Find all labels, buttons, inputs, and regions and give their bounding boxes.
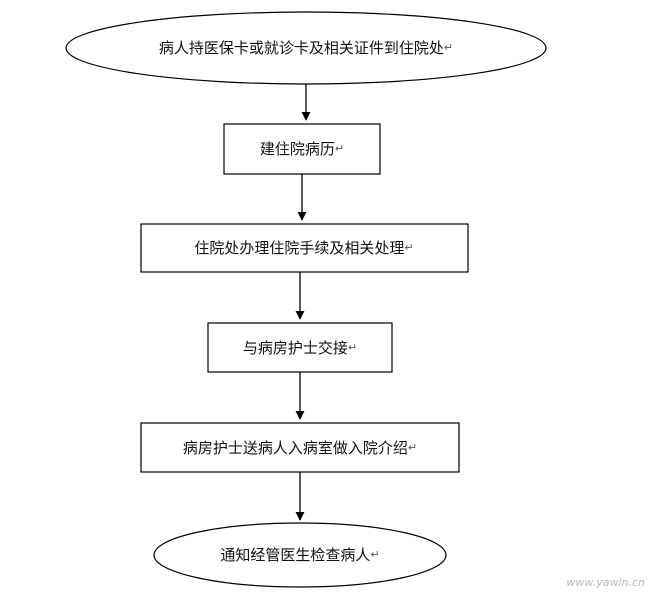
paragraph-mark: ↵	[408, 441, 417, 454]
admission-procedures-label: 住院处办理住院手续及相关处理	[194, 239, 404, 257]
paragraph-mark: ↵	[370, 548, 379, 561]
paragraph-mark: ↵	[404, 241, 413, 254]
end-step-text: 通知经管医生检查病人↵	[220, 546, 379, 564]
paragraph-mark: ↵	[348, 341, 357, 354]
paragraph-mark: ↵	[444, 41, 453, 54]
create-record-label: 建住院病历	[260, 140, 335, 158]
flow-step-start: 病人持医保卡或就诊卡及相关证件到住院处↵	[65, 11, 547, 85]
end-ellipse	[153, 522, 447, 588]
admission-procedures-text: 住院处办理住院手续及相关处理↵	[194, 239, 413, 257]
start-step-label: 病人持医保卡或就诊卡及相关证件到住院处	[159, 39, 444, 57]
end-step-label: 通知经管医生检查病人	[220, 546, 370, 564]
start-ellipse	[65, 11, 547, 85]
flow-step-create-record: 建住院病历↵	[223, 123, 381, 175]
admission-procedures-box	[140, 223, 469, 273]
nurse-handover-box	[207, 322, 393, 373]
nurse-handover-label: 与病房护士交接	[243, 339, 348, 357]
create-record-box	[223, 123, 381, 175]
flow-step-end: 通知经管医生检查病人↵	[153, 522, 447, 588]
flow-step-ward-introduction: 病房护士送病人入病室做入院介绍↵	[140, 422, 460, 473]
flow-step-nurse-handover: 与病房护士交接↵	[207, 322, 393, 373]
ward-introduction-box	[140, 422, 460, 473]
start-step-text: 病人持医保卡或就诊卡及相关证件到住院处↵	[159, 39, 453, 57]
flow-step-admission-procedures: 住院处办理住院手续及相关处理↵	[140, 223, 469, 273]
ward-introduction-text: 病房护士送病人入病室做入院介绍↵	[183, 439, 417, 457]
flow-arrows	[295, 84, 311, 521]
create-record-text: 建住院病历↵	[260, 140, 344, 158]
site-watermark: www.yawin.cn	[566, 576, 645, 589]
nurse-handover-text: 与病房护士交接↵	[243, 339, 357, 357]
paragraph-mark: ↵	[335, 142, 344, 155]
ward-introduction-label: 病房护士送病人入病室做入院介绍	[183, 439, 408, 457]
